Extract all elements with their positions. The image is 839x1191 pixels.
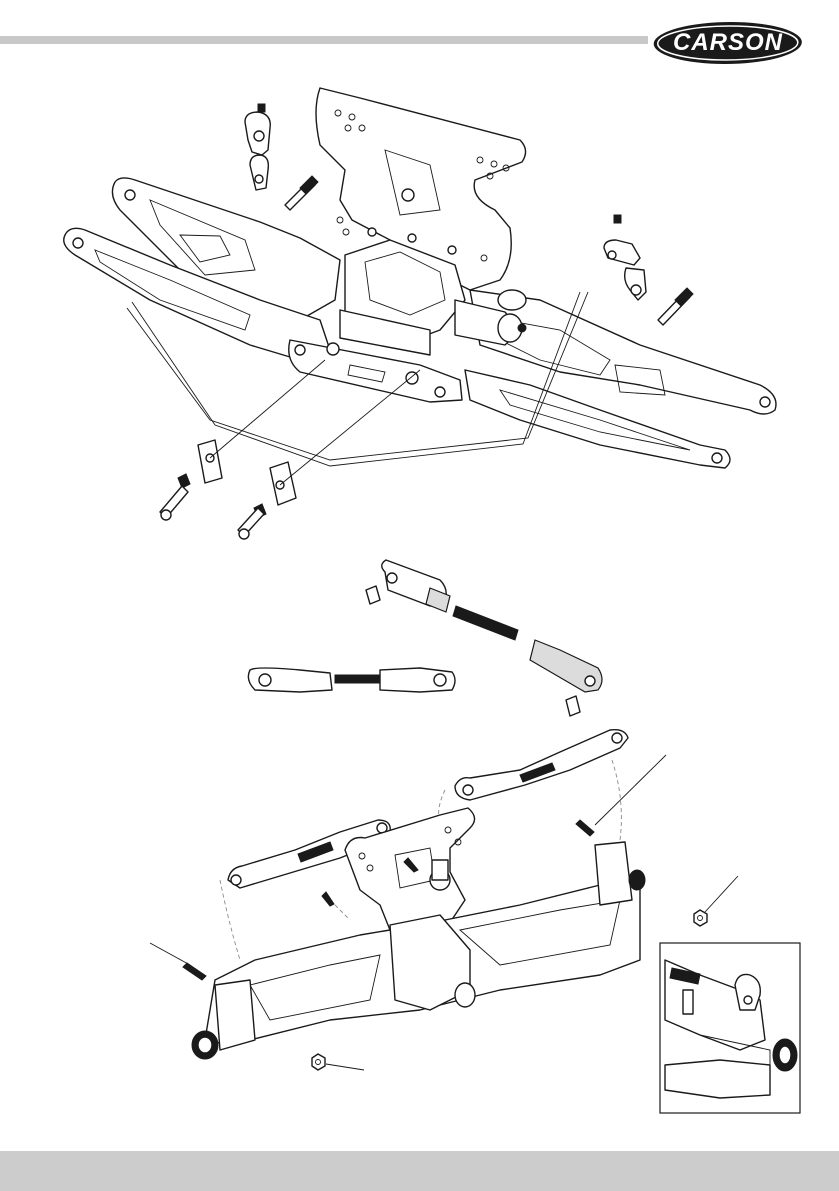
- assembled-view: [150, 730, 738, 1070]
- exploded-view: [64, 88, 776, 539]
- turnbuckle-exploded: [248, 560, 602, 716]
- detail-inset: [660, 943, 800, 1113]
- left-rod-end: [245, 104, 318, 210]
- right-rod-end: [604, 215, 693, 325]
- footer-bar: [0, 1151, 839, 1191]
